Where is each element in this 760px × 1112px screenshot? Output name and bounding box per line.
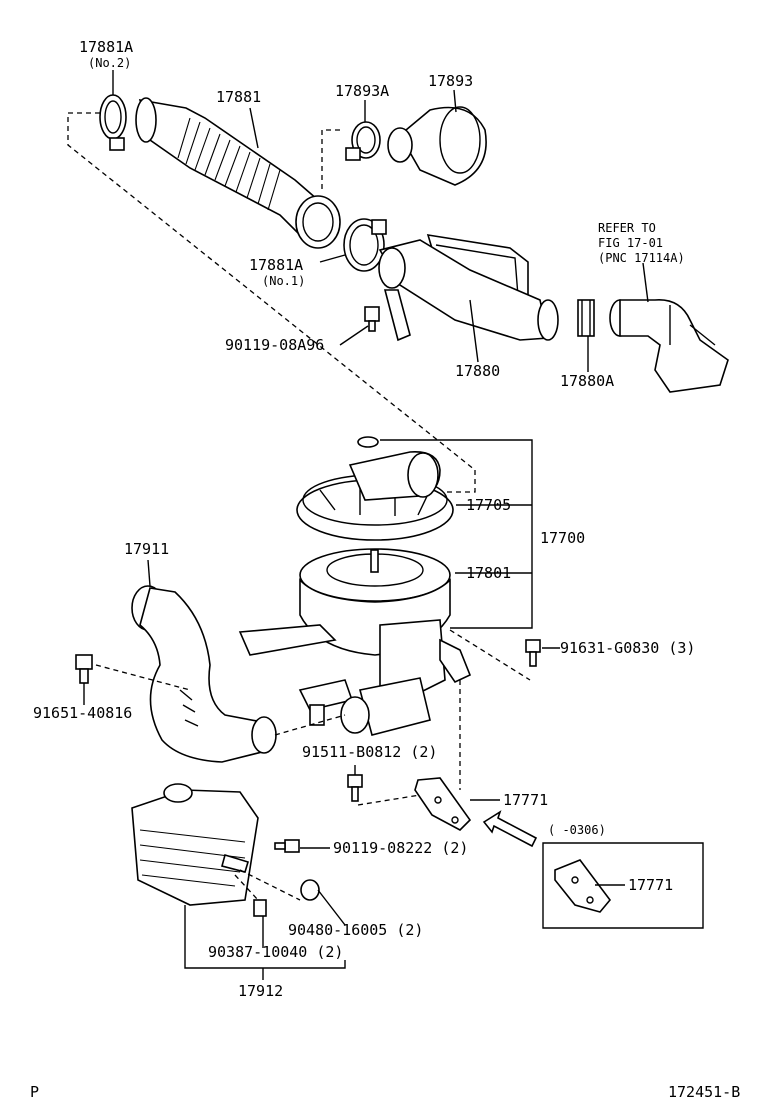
label-17700: 17700: [540, 529, 585, 547]
cap-17705: [296, 436, 454, 541]
clip-17880A: [577, 299, 595, 337]
label-17880: 17880: [455, 362, 500, 380]
grommet-90480: [300, 879, 320, 901]
clamp-17881A-no2: [99, 94, 127, 151]
bolt-91511-B0812: [347, 774, 363, 802]
label-91651-40816: 91651-40816: [33, 704, 132, 722]
dashed-lines: [67, 112, 531, 901]
label-refer-line2: FIG 17-01: [598, 236, 663, 250]
label-90119-08A96: 90119-08A96: [225, 336, 324, 354]
label-91511-B0812: 91511-B0812 (2): [302, 743, 437, 761]
resonator-17912: [131, 783, 259, 906]
bolt-90119-08222: [274, 839, 300, 853]
label-refer-line1: REFER TO: [598, 221, 656, 235]
label-91631-G0830: 91631-G0830 (3): [560, 639, 695, 657]
label-17912: 17912: [238, 982, 283, 1000]
hose-17881: [135, 97, 341, 249]
bolt-91651-40816: [75, 654, 93, 684]
corner-mark: P: [30, 1083, 39, 1101]
case-assembly: [238, 577, 472, 736]
label-90119-08222: 90119-08222 (2): [333, 839, 468, 857]
label-17911: 17911: [124, 540, 169, 558]
label-17893: 17893: [428, 72, 473, 90]
collar-90387: [253, 899, 267, 917]
label-inset-17771: 17771: [628, 876, 673, 894]
element-17801: [299, 548, 451, 602]
reference-pipe: [609, 299, 729, 393]
bolt-91631-G0830: [525, 639, 541, 667]
label-17881: 17881: [216, 88, 261, 106]
hose-17911: [131, 585, 277, 763]
label-17881A-no1-sub: (No.1): [262, 274, 305, 288]
clamp-17893A: [345, 121, 381, 161]
label-17880A: 17880A: [560, 372, 614, 390]
leader-lines: [83, 70, 649, 980]
label-90387-10040: 90387-10040 (2): [208, 943, 343, 961]
label-refer-line3: (PNC 17114A): [598, 251, 685, 265]
figure-id: 172451-B: [668, 1083, 740, 1101]
inset-box: [542, 842, 704, 929]
bolt-90119-08A96: [364, 306, 380, 332]
label-17801: 17801: [466, 564, 511, 582]
label-17705: 17705: [466, 496, 511, 514]
label-17881A-no1: 17881A: [249, 256, 303, 274]
label-17893A: 17893A: [335, 82, 389, 100]
direction-arrow: [482, 810, 538, 848]
label-17881A-no2-sub: (No.2): [88, 56, 131, 70]
label-17881A-no2: 17881A: [79, 38, 133, 56]
clamp-17881A-no1: [343, 218, 387, 272]
label-90480-16005: 90480-16005 (2): [288, 921, 423, 939]
label-inset-range: ( -0306): [548, 823, 606, 837]
bracket-17771: [414, 777, 472, 831]
duct-17880: [378, 234, 559, 342]
cap-17893: [387, 106, 487, 186]
label-17771: 17771: [503, 791, 548, 809]
